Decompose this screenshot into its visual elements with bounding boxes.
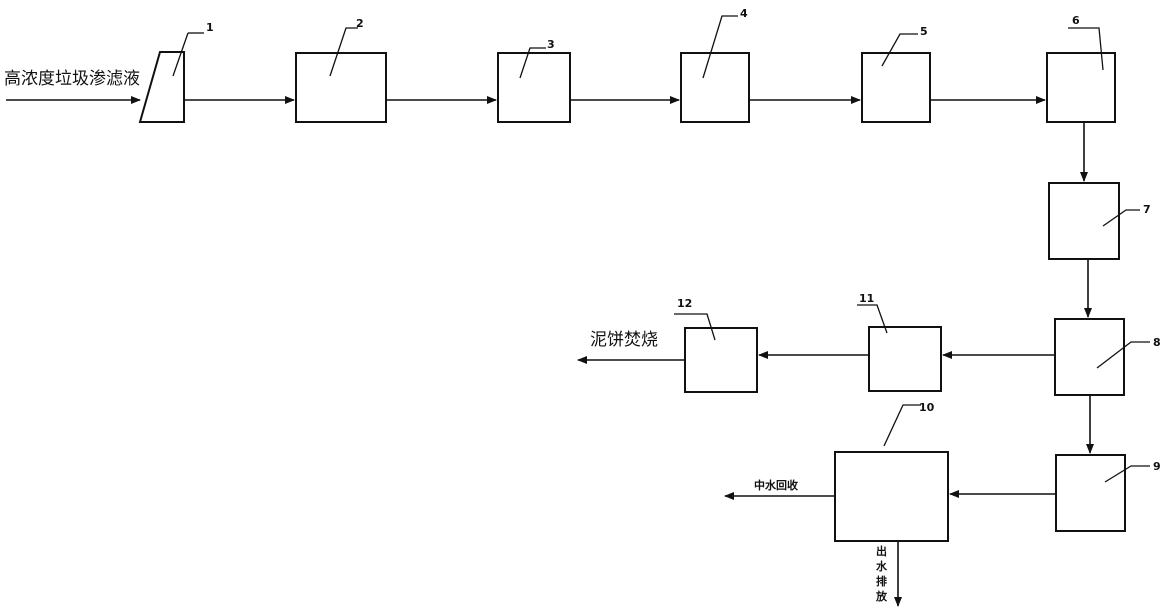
unit-12-number: 12 xyxy=(677,297,692,310)
unit-7-leader xyxy=(1102,209,1140,227)
unit-8-number: 8 xyxy=(1153,336,1161,349)
unit-3-leader xyxy=(519,47,546,79)
unit-1-screen xyxy=(138,51,185,123)
reuse-label: 中水回收 xyxy=(754,478,798,492)
unit-10-number: 10 xyxy=(919,401,935,414)
sludge-label: 泥饼焚烧 xyxy=(590,330,658,350)
unit-7-box xyxy=(1048,182,1120,260)
unit-4-number: 4 xyxy=(740,7,748,20)
unit-12-leader xyxy=(674,313,716,341)
unit-12-box xyxy=(684,327,758,393)
unit-5-leader xyxy=(881,33,918,67)
unit-11-box xyxy=(868,326,942,392)
unit-9-leader xyxy=(1104,465,1150,483)
unit-4-box xyxy=(680,52,750,123)
unit-6-leader xyxy=(1068,27,1104,71)
unit-1-number: 1 xyxy=(206,21,214,34)
unit-2-box xyxy=(295,52,387,123)
unit-8-box xyxy=(1054,318,1125,396)
unit-4-leader xyxy=(702,15,738,79)
inlet-label: 高浓度垃圾渗滤液 xyxy=(4,69,140,89)
unit-1-leader xyxy=(172,32,189,77)
unit-2-leader xyxy=(329,27,358,77)
discharge-char-3: 排 xyxy=(876,574,887,588)
unit-7-number: 7 xyxy=(1143,203,1151,216)
unit-9-number: 9 xyxy=(1153,460,1161,473)
unit-10-leader xyxy=(883,404,921,447)
discharge-char-1: 出 xyxy=(876,544,887,558)
unit-3-box xyxy=(497,52,571,123)
unit-10-box xyxy=(834,451,949,542)
discharge-char-4: 放 xyxy=(875,589,888,603)
unit-3-number: 3 xyxy=(547,38,555,51)
unit-6-number: 6 xyxy=(1072,14,1080,27)
unit-11-leader xyxy=(857,304,888,334)
unit-11-number: 11 xyxy=(859,292,874,305)
unit-6-box xyxy=(1046,52,1116,123)
unit-9-box xyxy=(1055,454,1126,532)
unit-8-leader xyxy=(1096,341,1150,369)
discharge-char-2: 水 xyxy=(876,559,888,573)
unit-5-box xyxy=(861,52,931,123)
unit-5-number: 5 xyxy=(920,25,928,38)
unit-2-number: 2 xyxy=(356,17,364,30)
